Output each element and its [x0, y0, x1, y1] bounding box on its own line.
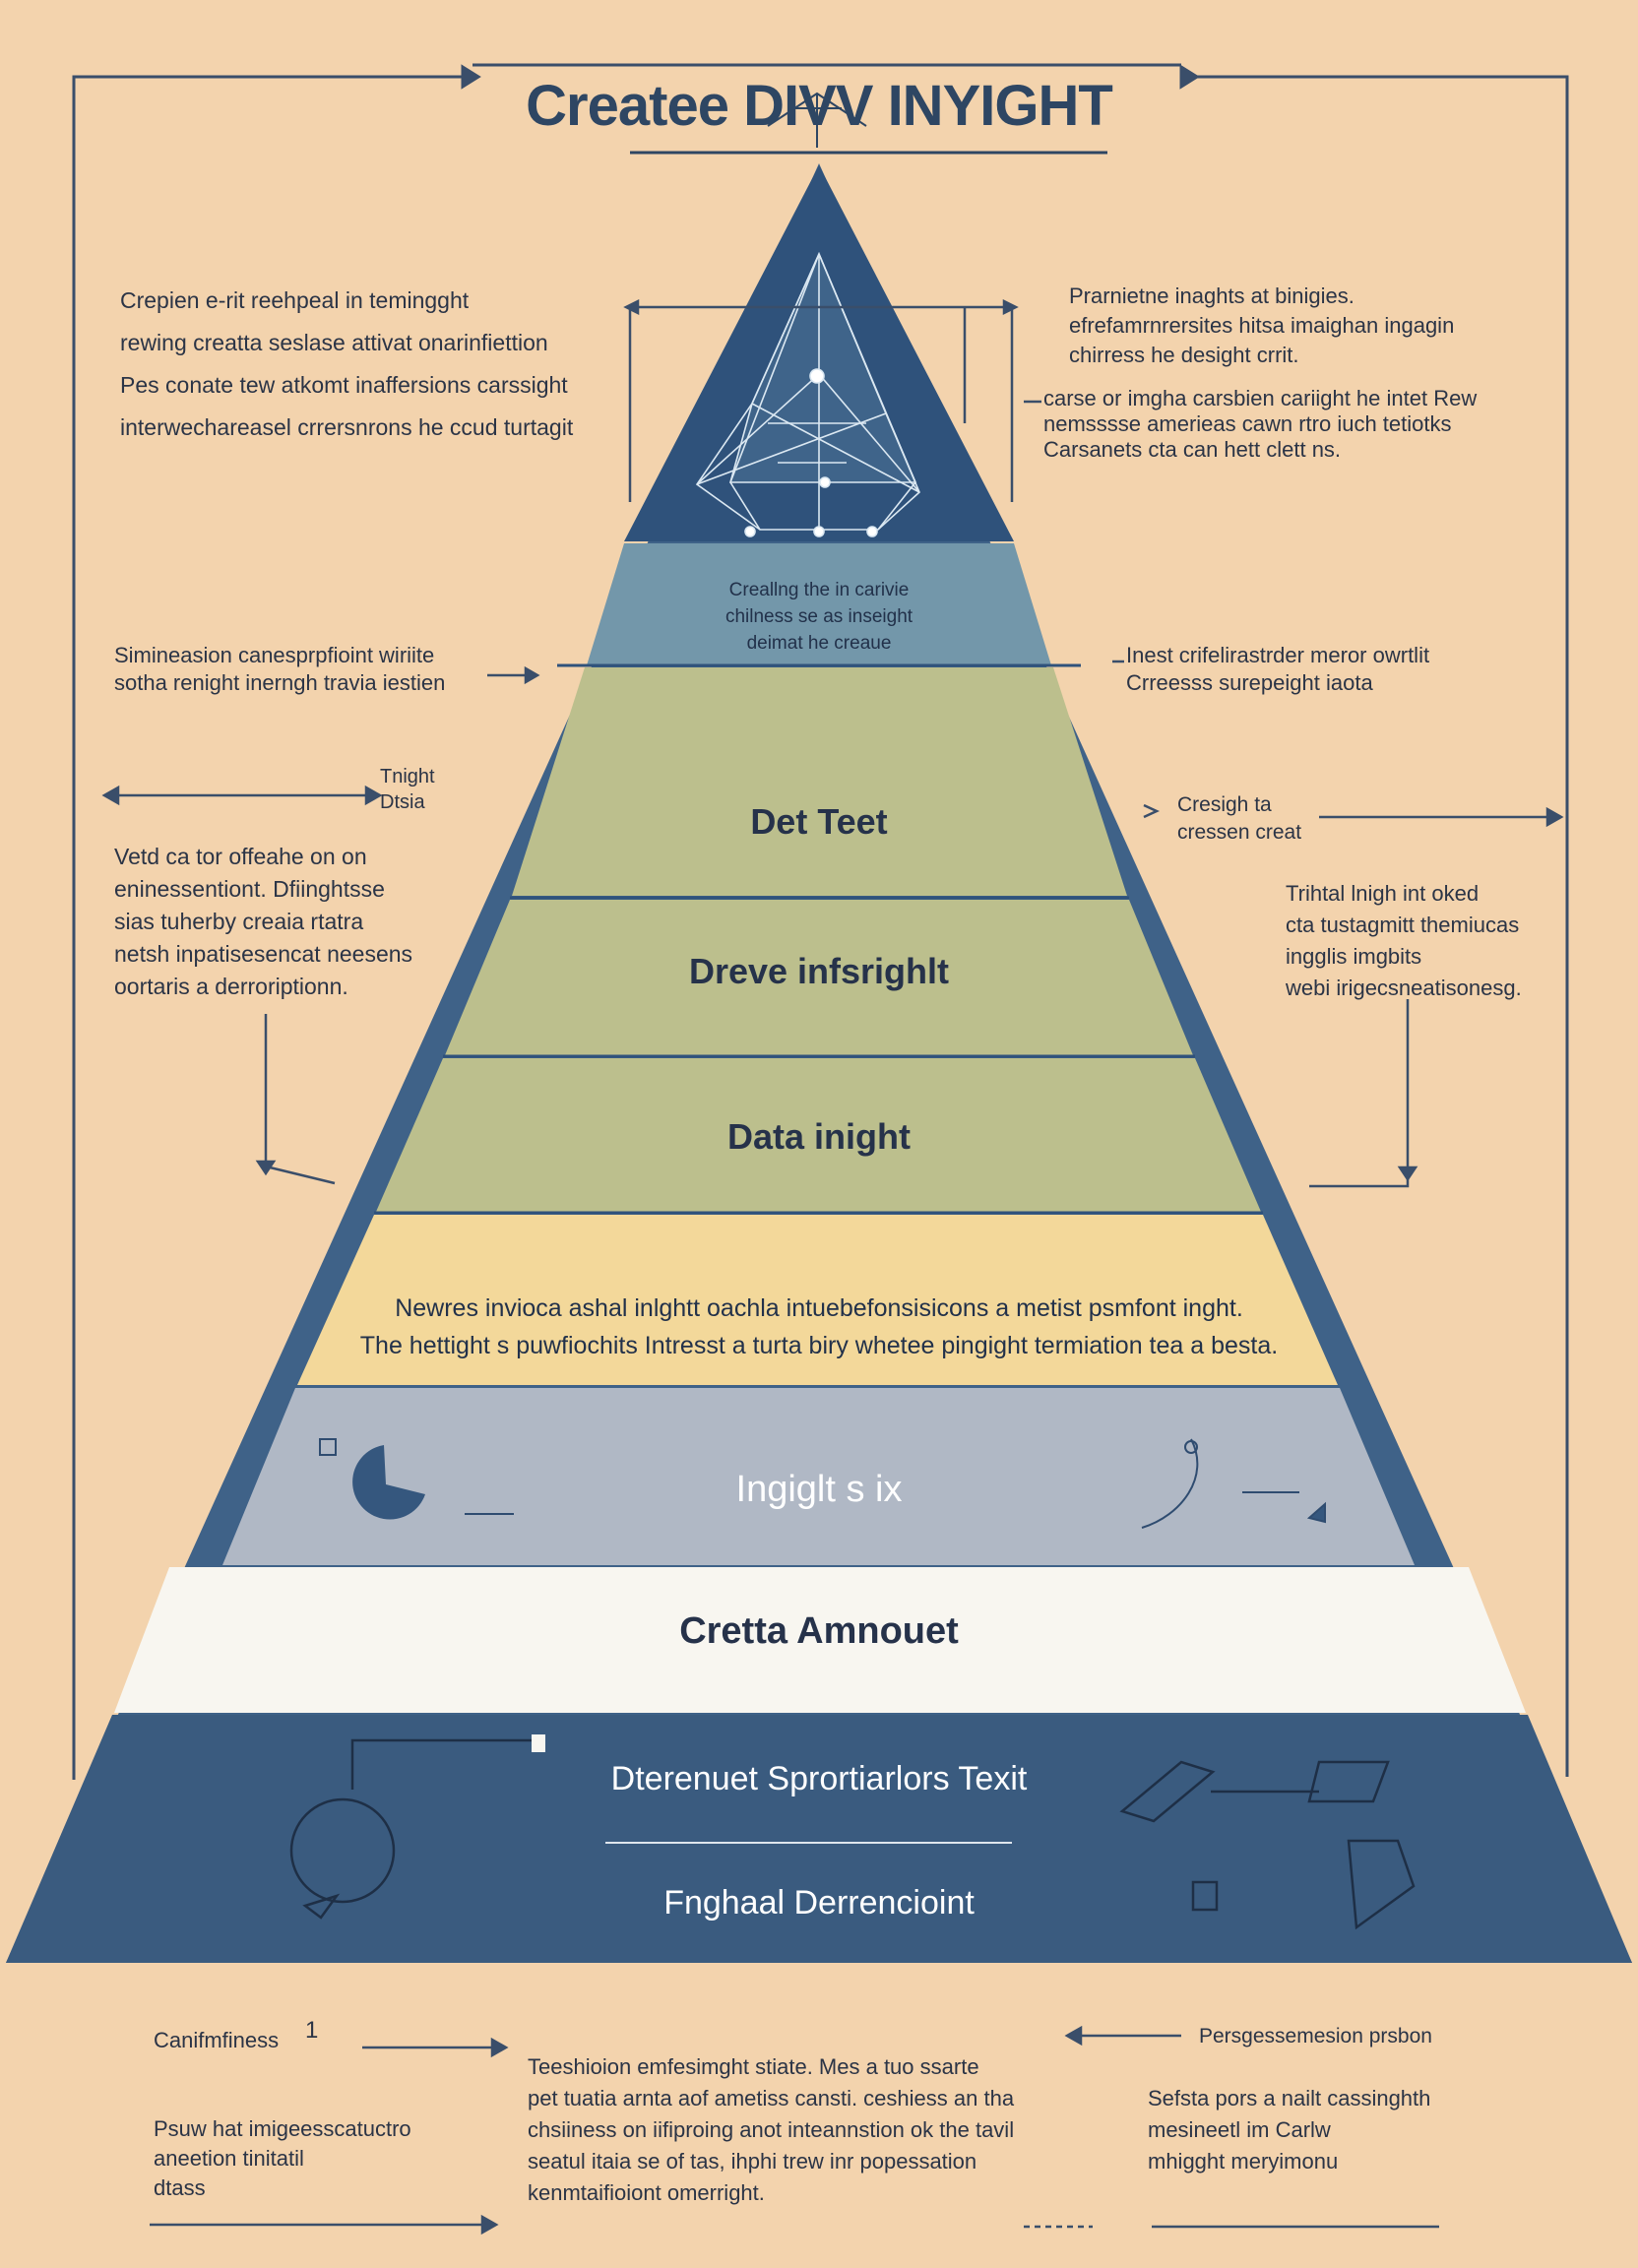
layer-label-data-inight: Data inight [727, 1116, 911, 1157]
layer-navy [6, 1715, 1632, 1963]
left-connectors [101, 665, 540, 1185]
note-line: Trihtal lnigh int oked [1286, 881, 1480, 906]
right-note-tag: Cresigh ta cressen creat [1177, 791, 1301, 847]
layer-label-ingiglt: Ingiglt s ix [735, 1469, 903, 1510]
note-line: Cresigh ta [1177, 793, 1272, 816]
layer-label-dterenuet: Dterenuet Sprortiarlors Texit [610, 1760, 1028, 1797]
right-note-lower: Trihtal lnigh int oked cta tustagmitt th… [1286, 878, 1522, 1004]
note-line: netsh inpatisesencat neesens [114, 941, 413, 967]
note-line: mhigght meryimonu [1148, 2149, 1339, 2174]
layer-olive-3 [376, 1058, 1261, 1212]
right-connectors [1112, 660, 1564, 1188]
apex-brackets [623, 298, 1041, 502]
note-line: Crreesss surepeight iaota [1126, 670, 1373, 695]
bottom-left-head: Canifmfiness [154, 2028, 280, 2052]
note-line: pet tuatia arnta aof ametiss cansti. ces… [528, 2086, 1015, 2110]
note-line: sotha renight inerngh travia iestien [114, 670, 446, 695]
note-line: Tnight [380, 766, 435, 788]
navy-layer-icons [289, 1734, 1416, 1930]
note-line: Inest crifelirastrder meror owrtlit [1126, 643, 1430, 667]
frame-connectors [72, 63, 1569, 1780]
note-line: Carsanets cta can hett clett ns. [1043, 437, 1342, 462]
note-line: efrefamrnrersites hitsa imaighan ingagin [1069, 313, 1455, 338]
note-line: nemsssse amerieas cawn rtro iuch tetiotk… [1043, 411, 1452, 436]
layer-gray [222, 1388, 1415, 1565]
note-line: rewing creatta seslase attivat onarinfie… [120, 330, 548, 355]
note-line: Dtsia [380, 791, 425, 813]
note-line: dtass [154, 2175, 206, 2200]
crystal-icon [695, 251, 920, 537]
note-line: Prarnietne inaghts at binigies. [1069, 284, 1354, 308]
yellow-layer-text: Newres invioca ashal inlghtt oachla intu… [0, 1290, 1638, 1364]
apex-caption-line: deimat he creaue [746, 633, 892, 654]
bottom-right-head: Persgessemesion prsbon [1199, 2025, 1432, 2048]
note-line: chirress he desight crrit. [1069, 343, 1299, 367]
note-line: cressen creat [1177, 821, 1302, 844]
layer-olive-1 [512, 667, 1127, 896]
layer-white [114, 1567, 1526, 1713]
layer-label-fnghaal: Fnghaal Derrencioint [663, 1884, 975, 1922]
right-note-top: Prarnietne inaghts at binigies. efrefamr… [1069, 282, 1454, 370]
gray-layer-icons [319, 1438, 1326, 1529]
note-line: interwechareasel crrersnrons he ccud tur… [120, 414, 574, 440]
layer-teal [587, 543, 1051, 665]
layer-label-dreve: Dreve infsrighlt [688, 951, 950, 991]
note-line: kenmtaifioiont omerright. [528, 2180, 765, 2205]
note-line: mesineetl im Carlw [1148, 2117, 1331, 2142]
layer-olive-2 [445, 900, 1193, 1055]
page-title: Createe DIVV INYIGHT [526, 74, 1113, 138]
apex-caption: Creallng the in carivie chilness se as i… [0, 577, 1638, 657]
note-line: webi irigecsneatisonesg. [1286, 976, 1522, 1000]
title-ornament-icon [767, 92, 867, 148]
left-note-top: Crepien e-rit reehpeal in temingght rewi… [120, 280, 573, 449]
left-note-lower: Vetd ca tor offeahe on on eninessentiont… [114, 841, 412, 1003]
bottom-center-body: Teeshioion emfesimght stiate. Mes a tuo … [528, 2051, 1014, 2209]
note-line: oortaris a derroriptionn. [114, 974, 348, 999]
bottom-connectors [150, 2025, 1439, 2236]
note-line: Vetd ca tor offeahe on on [114, 844, 367, 869]
note-line: eninessentiont. Dfiinghtsse [114, 876, 385, 902]
bottom-left-num: 1 [305, 2017, 319, 2044]
note-line: Crepien e-rit reehpeal in temingght [120, 287, 470, 313]
right-note-mid: Inest crifelirastrder meror owrtlit Crre… [1126, 642, 1429, 697]
note-line: carse or imgha carsbien cariight he inte… [1043, 386, 1478, 410]
note-line: Teeshioion emfesimght stiate. Mes a tuo … [528, 2054, 979, 2079]
note-line: Psuw hat imigeesscatuctro [154, 2116, 411, 2141]
note-line: Sefsta pors a nailt cassinghth [1148, 2086, 1431, 2110]
layer-label-cretta: Cretta Amnouet [679, 1610, 959, 1652]
layer-yellow [297, 1215, 1338, 1385]
bottom-left-body: Psuw hat imigeesscatuctro aneetion tinit… [154, 2114, 411, 2203]
note-line: Pes conate tew atkomt inaffersions carss… [120, 372, 568, 398]
left-note-tag: Tnight Dtsia [380, 764, 435, 815]
right-note-top2: carse or imgha carsbien cariight he inte… [1043, 386, 1477, 463]
yellow-layer-line: The hettight s puwfiochits Intresst a tu… [359, 1332, 1279, 1359]
yellow-layer-line: Newres invioca ashal inlghtt oachla intu… [395, 1294, 1243, 1322]
note-line: aneetion tinitatil [154, 2146, 304, 2171]
note-line: ingglis imgbits [1286, 944, 1422, 969]
note-line: chsiiness on iifiproing anot inteannstio… [528, 2117, 1015, 2142]
note-line: Simineasion canesprpfioint wiriite [114, 643, 435, 667]
left-note-mid: Simineasion canesprpfioint wiriite sotha… [114, 642, 445, 697]
note-line: seatul itaia se of tas, ihphi trew inr p… [528, 2149, 977, 2174]
note-line: cta tustagmitt themiucas [1286, 913, 1520, 937]
note-line: sias tuherby creaia rtatra [114, 909, 364, 934]
bottom-right-body: Sefsta pors a nailt cassinghth mesineetl… [1148, 2083, 1430, 2177]
apex-caption-line: chilness se as inseight [724, 606, 914, 627]
layer-label-det-teet: Det Teet [750, 801, 888, 842]
apex-caption-line: Creallng the in carivie [728, 580, 910, 600]
